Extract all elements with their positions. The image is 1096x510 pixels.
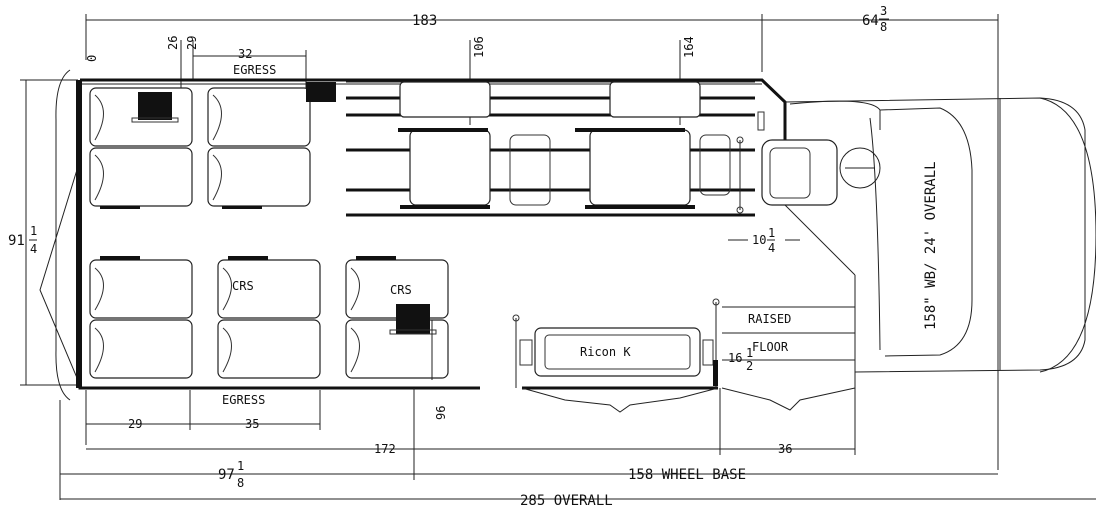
dim-36: 36 xyxy=(778,442,792,456)
dim-aisle-den: 4 xyxy=(768,241,775,255)
seat-group-rear-top xyxy=(89,82,336,209)
egress-label-top: EGRESS xyxy=(233,63,276,77)
dim-164: 164 xyxy=(682,36,696,58)
bottom-dimensions: EGRESS 29 35 96 172 36 97 1 8 158 WHEEL … xyxy=(59,372,1096,509)
dim-29: 29 xyxy=(185,36,199,50)
seat xyxy=(89,319,193,379)
dim-width-num: 1 xyxy=(30,224,37,238)
folded-seat xyxy=(399,81,491,118)
seat xyxy=(217,319,321,379)
dim-183: 183 xyxy=(412,13,437,29)
wheelchair-lift: Ricon K RAISED FLOOR 16 1 2 xyxy=(512,298,856,413)
dim-rear-overhang-num: 1 xyxy=(237,459,244,473)
wheelchair-station xyxy=(409,129,491,206)
dim-172: 172 xyxy=(374,442,396,456)
ricon-lift xyxy=(534,327,701,377)
dim-96: 96 xyxy=(434,406,448,420)
seat xyxy=(89,259,193,319)
width-dimension: 91 1 4 xyxy=(8,69,81,401)
overall-length-label: 285 OVERALL xyxy=(520,493,613,509)
folded-seat xyxy=(609,81,701,118)
dim-width-whole: 91 xyxy=(8,233,25,249)
dim-0: 0 xyxy=(85,55,99,62)
crs-label-1: CRS xyxy=(232,279,254,293)
egress-hatch-icon xyxy=(306,82,336,102)
seat-group-rear-bottom: CRS CRS xyxy=(89,256,449,380)
dim-106: 106 xyxy=(472,36,486,58)
egress-label-bottom: EGRESS xyxy=(222,393,265,407)
dim-rear-overhang-den: 8 xyxy=(237,476,244,490)
dim-floor-den: 2 xyxy=(746,359,753,373)
wheelchair-station xyxy=(589,129,691,206)
cab: 158" WB/ 24' OVERALL xyxy=(757,97,1096,373)
tiedown-icon xyxy=(138,92,172,120)
wheelchair-area: 10 1 4 xyxy=(346,81,800,255)
dim-32: 32 xyxy=(238,47,252,61)
floor-label: FLOOR xyxy=(752,340,789,354)
dim-front-overhang: 64 xyxy=(862,13,879,29)
chassis-label: 158" WB/ 24' OVERALL xyxy=(923,161,939,330)
dim-floor-whole: 16 xyxy=(728,351,742,365)
dim-35-bottom: 35 xyxy=(245,417,259,431)
driver-seat xyxy=(761,139,838,206)
dim-rear-overhang-whole: 97 xyxy=(218,467,235,483)
seat xyxy=(207,87,311,147)
seat xyxy=(217,259,321,319)
seat xyxy=(207,147,311,207)
dim-26: 26 xyxy=(166,36,180,50)
crs-label-2: CRS xyxy=(390,283,412,297)
seat xyxy=(89,147,193,207)
wheel-base-label: 158 WHEEL BASE xyxy=(628,467,746,483)
dim-floor-num: 1 xyxy=(746,346,753,360)
dim-front-overhang-num: 3 xyxy=(880,4,887,18)
dim-aisle-whole: 10 xyxy=(752,233,766,247)
lift-label: Ricon K xyxy=(580,345,631,359)
tiedown-icon xyxy=(396,304,430,334)
dim-aisle-num: 1 xyxy=(768,226,775,240)
dim-29-bottom: 29 xyxy=(128,417,142,431)
raised-label: RAISED xyxy=(748,312,791,326)
dim-front-overhang-den: 8 xyxy=(880,20,887,34)
dim-width-den: 4 xyxy=(30,242,37,256)
